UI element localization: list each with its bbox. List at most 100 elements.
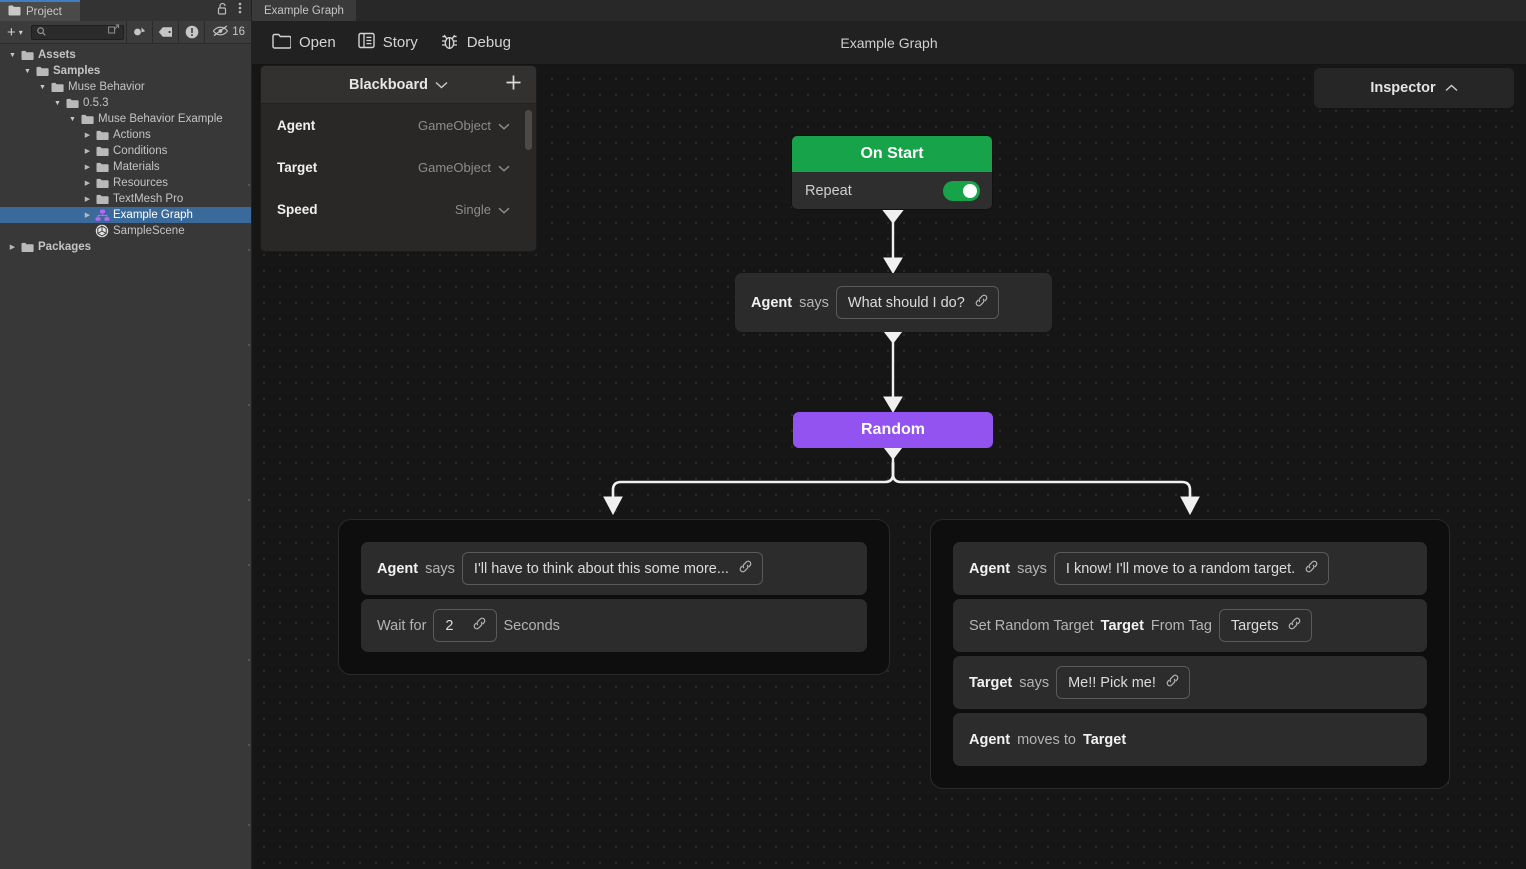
action-row-set-random-target[interactable]: Set Random TargetTargetFrom TagTargets (953, 599, 1427, 652)
chevron-right-icon[interactable]: ▶ (81, 179, 94, 187)
node-agent-says-top[interactable]: Agent says What should I do? (735, 273, 1052, 332)
chevron-down-icon[interactable] (498, 202, 510, 217)
node-random[interactable]: Random (793, 412, 993, 448)
action-row-move[interactable]: Agentmoves toTarget (953, 713, 1427, 766)
story-button[interactable]: Story (358, 32, 418, 53)
chevron-down-icon[interactable] (498, 118, 510, 133)
chevron-right-icon[interactable]: ▶ (6, 243, 19, 251)
add-asset-button[interactable]: + ▾ (0, 24, 31, 41)
search-input[interactable] (31, 25, 124, 40)
node-branch-left[interactable]: AgentsaysI'll have to think about this s… (338, 519, 890, 675)
tree-item-muse-behavior-example[interactable]: ▼Muse Behavior Example (0, 111, 251, 127)
tree-item-conditions[interactable]: ▶Conditions (0, 143, 251, 159)
plus-icon: + (7, 24, 16, 41)
bug-icon (440, 32, 459, 54)
chevron-down-icon[interactable]: ▼ (6, 52, 19, 59)
edge-source-marker (883, 210, 903, 223)
on-start-title: On Start (792, 136, 992, 172)
label-tag-icon[interactable] (153, 21, 178, 43)
tree-item-samples[interactable]: ▼Samples (0, 63, 251, 79)
say-value-field[interactable]: I know! I'll move to a random target. (1054, 552, 1329, 585)
chevron-up-icon[interactable] (1445, 80, 1458, 96)
tree-item-label: Example Graph (113, 209, 193, 221)
tree-item-assets[interactable]: ▼Assets (0, 47, 251, 63)
blackboard-variable-type[interactable]: GameObject (418, 118, 510, 133)
folder-icon (79, 114, 95, 125)
blackboard-variable-type[interactable]: Single (455, 202, 510, 217)
open-button[interactable]: Open (272, 33, 336, 53)
tree-item-muse-behavior[interactable]: ▼Muse Behavior (0, 79, 251, 95)
tree-item-example-graph[interactable]: ▶ Example Graph (0, 207, 251, 223)
editor-tabbar: Example Graph (252, 0, 1526, 21)
say-value-field[interactable]: Me!! Pick me! (1056, 666, 1190, 699)
action-row-say[interactable]: AgentsaysI'll have to think about this s… (361, 542, 867, 595)
blackboard-variable-type-label: GameObject (418, 160, 491, 175)
graph-canvas[interactable]: Blackboard AgentGameObjectTargetGameObje… (252, 65, 1526, 869)
blackboard-scroll-thumb[interactable] (525, 110, 532, 150)
tree-scrollbar[interactable] (246, 44, 251, 869)
say-value-field[interactable]: I'll have to think about this some more.… (462, 552, 763, 585)
lock-open-icon[interactable] (217, 2, 228, 20)
chevron-down-icon[interactable]: ▼ (51, 100, 64, 107)
warning-icon[interactable] (179, 21, 204, 43)
project-tree[interactable]: ▼Assets▼Samples▼Muse Behavior▼0.5.3▼Muse… (0, 44, 251, 869)
kebab-menu-icon[interactable] (238, 1, 242, 20)
chevron-down-icon[interactable] (435, 77, 448, 93)
say-value: I'll have to think about this some more.… (474, 561, 729, 577)
blackboard-header[interactable]: Blackboard (261, 66, 536, 104)
tree-item-samplescene[interactable]: SampleScene (0, 223, 251, 239)
chevron-right-icon[interactable]: ▶ (81, 147, 94, 155)
tree-item-textmesh-pro[interactable]: ▶TextMesh Pro (0, 191, 251, 207)
blackboard-variable-row[interactable]: TargetGameObject (261, 146, 536, 188)
expand-search-icon[interactable] (108, 23, 120, 41)
tree-item-packages[interactable]: ▶ Packages (0, 239, 251, 255)
link-icon[interactable] (472, 616, 487, 636)
say-value: What should I do? (848, 295, 965, 311)
tree-item-label: SampleScene (113, 225, 185, 237)
wait-value: 2 (445, 618, 453, 634)
say-value: Me!! Pick me! (1068, 675, 1156, 691)
say-value-field[interactable]: What should I do? (836, 286, 999, 319)
blackboard-scrollbar[interactable] (525, 110, 532, 244)
debug-button[interactable]: Debug (440, 32, 511, 54)
chevron-down-icon[interactable]: ▼ (21, 68, 34, 75)
chevron-down-icon[interactable]: ▼ (66, 116, 79, 123)
tree-item-resources[interactable]: ▶Resources (0, 175, 251, 191)
wait-value-field[interactable]: 2 (433, 609, 496, 642)
action-row-say[interactable]: TargetsaysMe!! Pick me! (953, 656, 1427, 709)
add-variable-button[interactable] (505, 74, 522, 95)
tab-project[interactable]: Project (0, 0, 80, 21)
tree-item-actions[interactable]: ▶ Actions (0, 127, 251, 143)
action-row-wait[interactable]: Wait for2Seconds (361, 599, 867, 652)
link-icon[interactable] (1304, 559, 1319, 579)
node-branch-right[interactable]: AgentsaysI know! I'll move to a random t… (930, 519, 1450, 789)
tab-example-graph[interactable]: Example Graph (252, 0, 356, 21)
set-target-tag-field[interactable]: Targets (1219, 609, 1313, 642)
tree-item-0-5-3[interactable]: ▼0.5.3 (0, 95, 251, 111)
chevron-right-icon[interactable]: ▶ (81, 163, 94, 171)
story-button-label: Story (383, 34, 418, 51)
inspector-panel[interactable]: Inspector (1314, 68, 1514, 108)
link-icon[interactable] (974, 293, 989, 313)
chevron-right-icon[interactable]: ▶ (81, 211, 94, 219)
node-on-start[interactable]: On Start Repeat (792, 136, 992, 209)
blackboard-variable-row[interactable]: SpeedSingle (261, 188, 536, 230)
blackboard-variable-type[interactable]: GameObject (418, 160, 510, 175)
tree-item-label: Packages (38, 241, 91, 253)
folder-icon (34, 66, 50, 77)
chevron-down-icon[interactable]: ▼ (36, 84, 49, 91)
link-icon[interactable] (738, 559, 753, 579)
link-icon[interactable] (1165, 673, 1180, 693)
chevron-right-icon[interactable]: ▶ (81, 195, 94, 203)
repeat-toggle[interactable] (943, 181, 980, 201)
tree-item-label: Actions (113, 129, 151, 141)
blackboard-panel[interactable]: Blackboard AgentGameObjectTargetGameObje… (260, 65, 537, 252)
chevron-down-icon[interactable] (498, 160, 510, 175)
chevron-right-icon[interactable]: ▶ (81, 131, 94, 139)
hidden-assets-count[interactable]: 16 (205, 25, 251, 40)
tree-item-materials[interactable]: ▶Materials (0, 159, 251, 175)
link-icon[interactable] (1287, 616, 1302, 636)
favorites-icon[interactable] (127, 21, 152, 43)
action-row-say[interactable]: AgentsaysI know! I'll move to a random t… (953, 542, 1427, 595)
blackboard-variable-row[interactable]: AgentGameObject (261, 104, 536, 146)
